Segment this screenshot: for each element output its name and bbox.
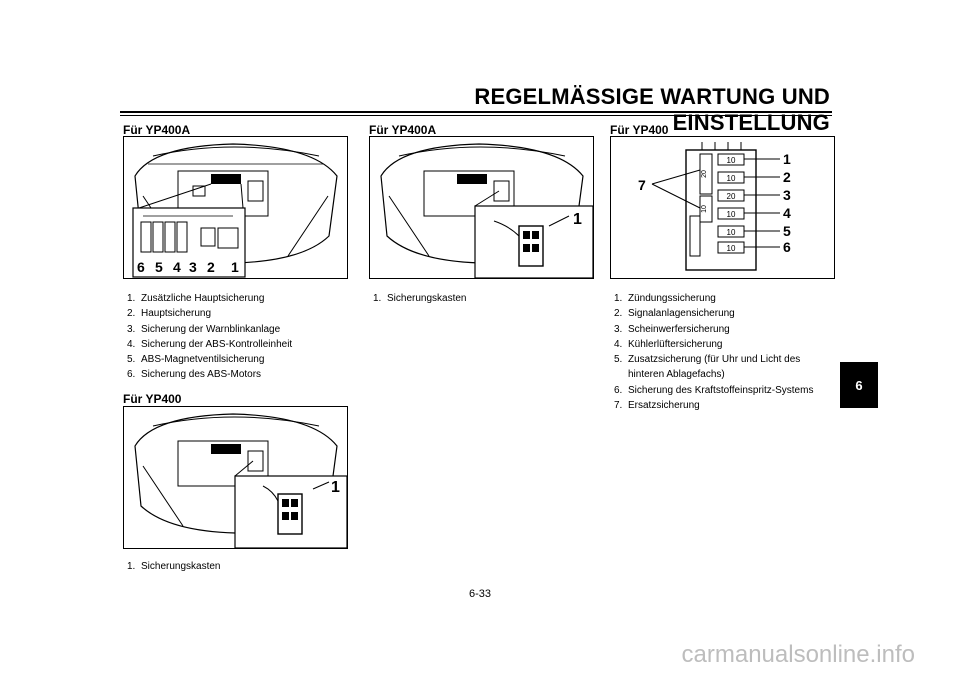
spare-fuse-label: 10 [701, 205, 708, 213]
page-number: 6-33 [468, 588, 492, 600]
callout-5: 5 [783, 223, 791, 239]
fuse-box-figure-yp400a: 1 [369, 136, 594, 279]
callout-7: 7 [638, 177, 646, 193]
callout-2: 2 [783, 169, 791, 185]
fuse-location-figure-yp400a: 6 5 4 3 2 1 [123, 136, 348, 279]
fuse-box-diagram-yp400: 20 10 10 10 20 10 10 10 1 2 3 4 5 6 7 [610, 136, 835, 279]
list-item: 3.Sicherung der Warnblinkanlage [127, 323, 281, 335]
list-item: 5.Zusatzsicherung (für Uhr und Licht des… [614, 354, 801, 381]
callout-1: 1 [573, 211, 582, 228]
callout-4: 4 [783, 205, 791, 221]
spare-fuse-label: 20 [701, 170, 708, 178]
list-item: 1.Sicherungskasten [127, 561, 221, 572]
section3-legend: 1.Sicherungskasten [373, 291, 588, 306]
callout-3: 3 [783, 187, 791, 203]
list-item: 1.Zusätzliche Hauptsicherung [127, 293, 265, 304]
list-item: 4.Sicherung der ABS-Kontrolleinheit [127, 338, 293, 350]
section4-legend: 1.Zündungssicherung 2.Signalanlagensiche… [614, 291, 829, 413]
callout-1: 1 [231, 259, 239, 275]
list-item: 6.Sicherung des Kraftstoffeinspritz-Syst… [614, 384, 814, 396]
chapter-tab: 6 [840, 362, 878, 408]
callout-4: 4 [173, 259, 181, 275]
section1-legend: 1.Zusätzliche Hauptsicherung 2.Hauptsich… [127, 291, 342, 383]
list-item: 4.Kühlerlüftersicherung [614, 338, 723, 350]
section1-heading: Für YP400A [123, 123, 191, 137]
callout-1: 1 [783, 151, 791, 167]
callout-6: 6 [137, 259, 145, 275]
fuse-box-figure-yp400: 1 [123, 406, 348, 549]
list-item: 3.Scheinwerfersicherung [614, 323, 730, 335]
callout-1: 1 [331, 479, 340, 496]
section2-legend: 1.Sicherungskasten [127, 559, 342, 574]
fuse-label: 10 [727, 174, 736, 183]
fuse-label: 10 [727, 244, 736, 253]
fuse-label: 10 [727, 210, 736, 219]
callout-3: 3 [189, 259, 197, 275]
fuse-label: 20 [727, 192, 736, 201]
list-item: 5.ABS-Magnetventilsicherung [127, 354, 265, 366]
list-item: 1.Zündungssicherung [614, 293, 716, 304]
header-rule-thin [120, 115, 832, 116]
fuse-label: 10 [727, 156, 736, 165]
section3-heading: Für YP400A [369, 123, 437, 137]
list-item: 7.Ersatzsicherung [614, 400, 700, 412]
section2-heading: Für YP400 [123, 392, 182, 406]
callout-6: 6 [783, 239, 791, 255]
header-rule [120, 111, 832, 113]
callout-2: 2 [207, 259, 215, 275]
list-item: 1.Sicherungskasten [373, 293, 467, 304]
list-item: 6.Sicherung des ABS-Motors [127, 369, 262, 381]
callout-5: 5 [155, 259, 163, 275]
section4-heading: Für YP400 [610, 123, 669, 137]
list-item: 2.Hauptsicherung [127, 308, 212, 320]
watermark: carmanualsonline.info [681, 641, 915, 668]
fuse-label: 10 [727, 228, 736, 237]
page-title: REGELMÄSSIGE WARTUNG UND EINSTELLUNG [474, 84, 830, 135]
list-item: 2.Signalanlagensicherung [614, 308, 735, 320]
